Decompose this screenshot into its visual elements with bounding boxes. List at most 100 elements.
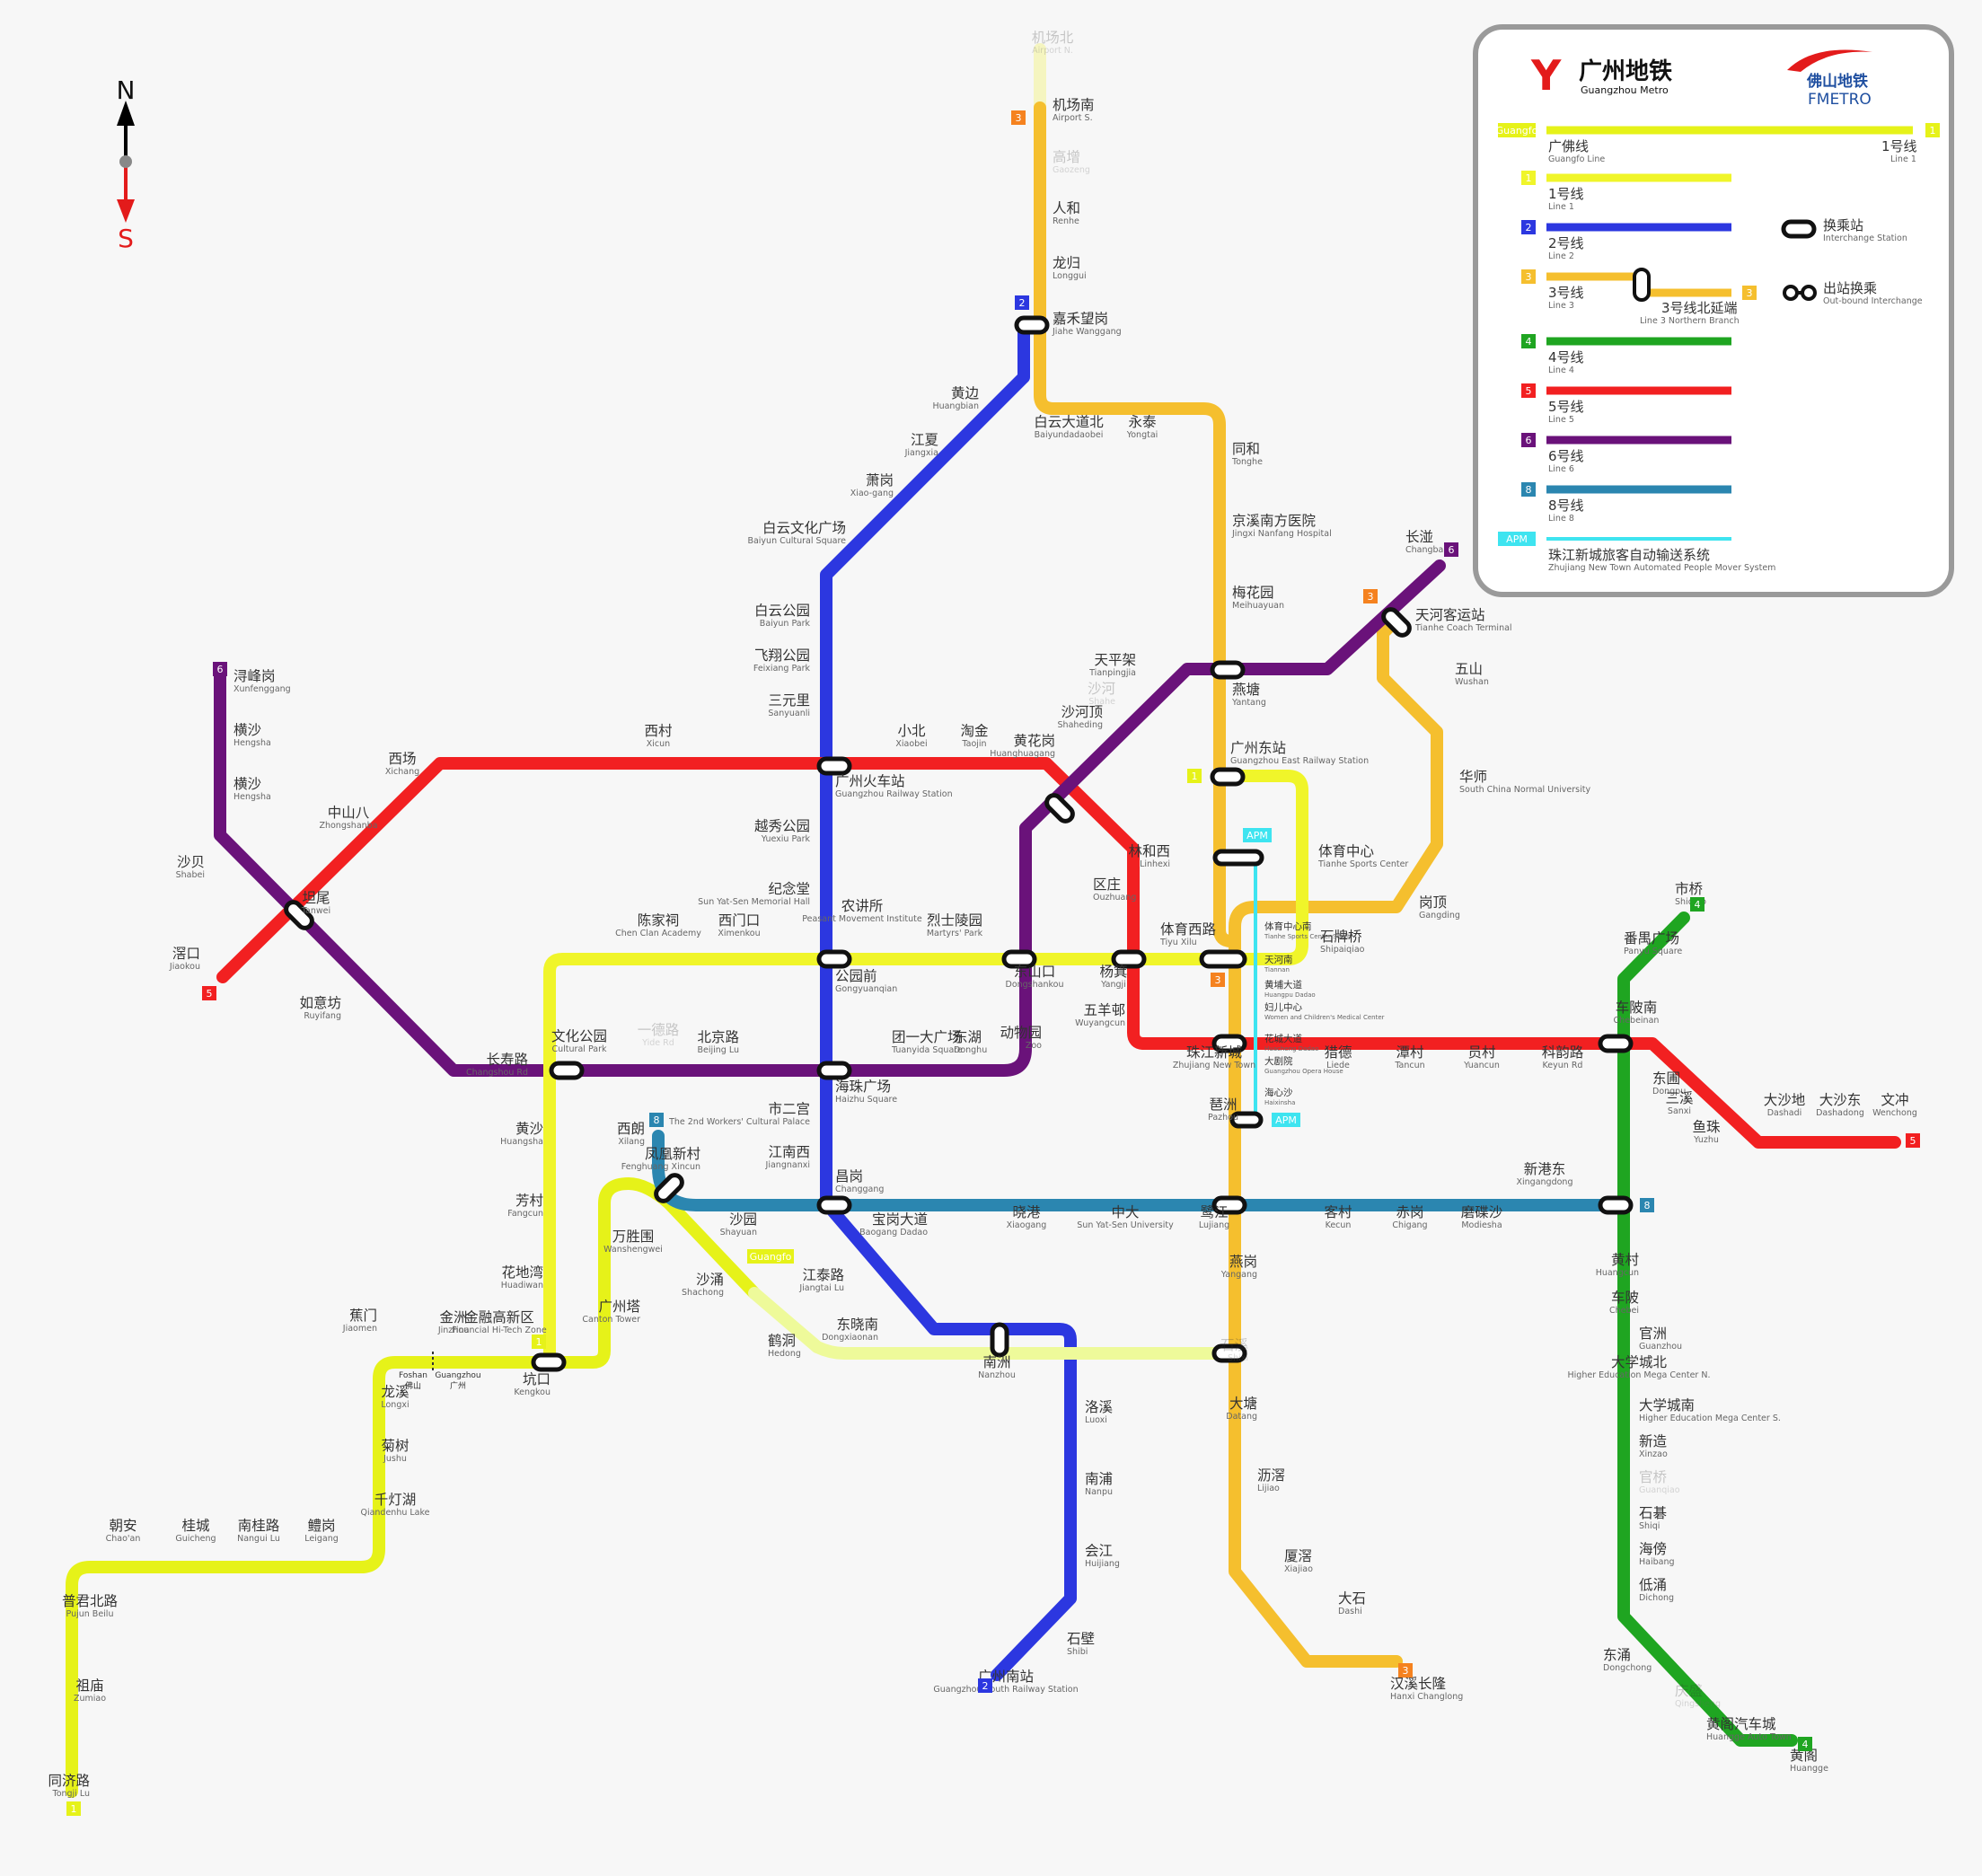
apm-station-cn[interactable]: 大剧院 (1264, 1055, 1293, 1067)
interchange-yangji[interactable] (1111, 949, 1147, 969)
apm-station-cn[interactable]: 黄埔大道 (1264, 979, 1302, 991)
interchange-guangzhou-railway[interactable] (816, 756, 852, 776)
interchange-lijiao[interactable] (1211, 1343, 1247, 1363)
apm-station-cn[interactable]: 花城大道 (1264, 1033, 1302, 1044)
interchange-nanzhou[interactable] (990, 1322, 1009, 1358)
interchange-tiyu-xilu[interactable] (1199, 949, 1247, 969)
interchange-dongshankou[interactable] (1001, 949, 1037, 969)
apm-station-cn[interactable]: 海心沙 (1264, 1087, 1293, 1098)
interchange-chebeinan[interactable] (1598, 1034, 1634, 1053)
interchange-huangsha[interactable] (549, 1061, 585, 1080)
interchange-zhujiang-new-town[interactable] (1211, 1034, 1247, 1053)
interchange-tianhe-coach[interactable] (1380, 606, 1412, 638)
interchange-changgang[interactable] (816, 1195, 852, 1215)
interchange-linhexi[interactable] (1212, 849, 1264, 867)
interchange-wanshengwei[interactable] (1598, 1195, 1634, 1215)
interchange-yantang[interactable] (1210, 660, 1246, 680)
interchange-haizhu-square[interactable] (816, 1061, 852, 1080)
